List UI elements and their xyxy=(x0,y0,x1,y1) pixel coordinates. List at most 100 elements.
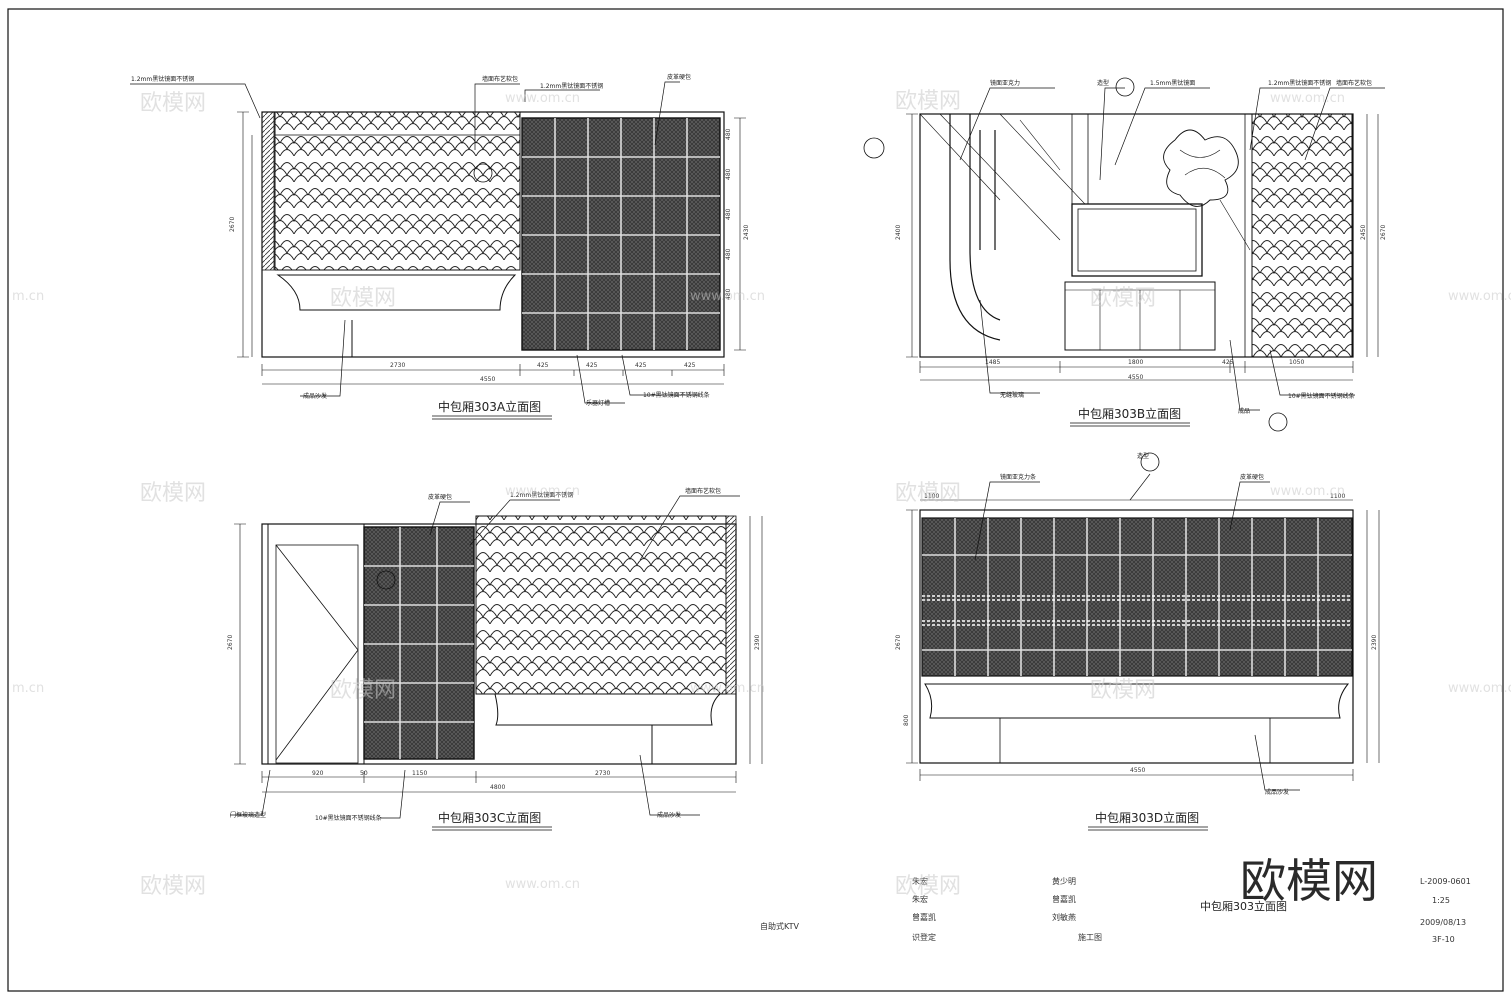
svg-text:1485: 1485 xyxy=(985,359,1000,366)
tb-right-4: 施工图 xyxy=(1078,932,1102,942)
svg-text:欧模网: 欧模网 xyxy=(140,874,206,899)
drawing-scale: 1:25 xyxy=(1432,896,1450,905)
sheet-number: 3F-10 xyxy=(1432,935,1455,944)
svg-text:1150: 1150 xyxy=(412,770,427,777)
note-c-3: 墙面布艺软包 xyxy=(685,487,721,495)
note-d-4: 成品沙发 xyxy=(1265,788,1289,796)
note-c-1: 皮革硬包 xyxy=(428,493,452,501)
note-b-8: 10#黑钛镜面不锈钢线条 xyxy=(1288,392,1355,400)
note-c-4: 门框玻璃造型 xyxy=(230,811,266,819)
svg-text:480: 480 xyxy=(725,288,732,300)
svg-text:2730: 2730 xyxy=(390,362,405,369)
project-name: 自助式KTV xyxy=(760,921,800,931)
svg-text:50: 50 xyxy=(360,770,368,777)
sheet-title: 中包厢303立面图 xyxy=(1200,899,1287,913)
svg-text:2670: 2670 xyxy=(1380,225,1387,240)
note-a-1: 1.2mm黑钛镜面不锈钢 xyxy=(131,75,194,83)
elevation-view-b: 1485 1800 1050 4550 425 2450 2670 2400 镜… xyxy=(863,77,1387,432)
svg-text:欧模网: 欧模网 xyxy=(1090,678,1156,703)
elevation-view-c: 920 1150 2730 4800 50 2670 2390 皮革硬包 1.2… xyxy=(227,487,763,831)
tb-left-3: 曾嘉凯 xyxy=(912,912,936,922)
svg-text:2390: 2390 xyxy=(1371,635,1378,650)
note-a-7: 10#黑钛镜面不锈钢线条 xyxy=(643,391,710,399)
svg-text:www.om.cn: www.om.cn xyxy=(1448,289,1511,304)
drawing-number: L-2009-0601 xyxy=(1420,877,1471,886)
svg-text:欧模网: 欧模网 xyxy=(895,481,961,506)
svg-text:www.om.cn: www.om.cn xyxy=(1270,91,1345,106)
note-b-1: 镜面亚克力 xyxy=(990,79,1020,87)
note-c-2: 1.2mm黑钛镜面不锈钢 xyxy=(510,491,573,499)
svg-text:2450: 2450 xyxy=(1360,225,1367,240)
svg-text:www.om.cn: www.om.cn xyxy=(505,877,580,892)
note-b-5: 墙面布艺软包 xyxy=(1336,79,1372,87)
note-c-5: 10#黑钛镜面不锈钢线条 xyxy=(315,814,382,822)
svg-text:2670: 2670 xyxy=(227,635,234,650)
svg-text:m.cn: m.cn xyxy=(12,681,44,696)
svg-text:欧模网: 欧模网 xyxy=(140,481,206,506)
note-b-3: 1.5mm黑钛镜面 xyxy=(1150,79,1195,87)
svg-text:www.om.cn: www.om.cn xyxy=(1270,484,1345,499)
svg-text:425: 425 xyxy=(684,362,696,369)
tb-left-1: 朱宏 xyxy=(912,876,928,886)
svg-text:425: 425 xyxy=(1222,359,1234,366)
note-d-2: 造型 xyxy=(1137,452,1149,460)
note-a-4: 皮革硬包 xyxy=(667,73,691,81)
note-a-5: 成品沙发 xyxy=(303,392,327,400)
svg-text:800: 800 xyxy=(903,714,910,726)
svg-text:2670: 2670 xyxy=(229,217,236,232)
svg-text:欧模网: 欧模网 xyxy=(140,91,206,116)
svg-text:欧模网: 欧模网 xyxy=(895,89,961,114)
note-a-6: 乐器灯槽 xyxy=(586,399,610,407)
tb-right-1: 黄少明 xyxy=(1052,876,1076,886)
view-c-title: 中包厢303C立面图 xyxy=(438,810,541,825)
tb-right-2: 曾嘉凯 xyxy=(1052,894,1076,904)
svg-text:www.om.cn: www.om.cn xyxy=(505,484,580,499)
note-a-2: 墙面布艺软包 xyxy=(482,75,518,83)
sheet-border xyxy=(7,8,1504,992)
svg-text:4800: 4800 xyxy=(490,784,505,791)
svg-text:www.om.cn: www.om.cn xyxy=(1448,681,1511,696)
tb-left-4: 识登定 xyxy=(912,932,936,942)
note-b-6: 无缝玻璃 xyxy=(1000,391,1024,399)
tb-left-2: 朱宏 xyxy=(912,894,928,904)
svg-text:425: 425 xyxy=(635,362,647,369)
svg-text:480: 480 xyxy=(725,248,732,260)
note-b-4: 1.2mm黑钛镜面不锈钢 xyxy=(1268,79,1331,87)
svg-text:2400: 2400 xyxy=(895,225,902,240)
drawing-date: 2009/08/13 xyxy=(1420,918,1466,927)
svg-text:www.om.cn: www.om.cn xyxy=(690,289,765,304)
svg-text:www.om.cn: www.om.cn xyxy=(690,681,765,696)
svg-text:m.cn: m.cn xyxy=(12,289,44,304)
watermark-layer: 欧模网 www.om.cn 欧模网 www.om.cn m.cn 欧模网 www… xyxy=(12,89,1511,899)
elevation-view-a: 2730 4550 425 425 425 425 2670 2430 480 … xyxy=(130,73,750,420)
note-d-1: 镜面亚克力条 xyxy=(1000,473,1036,481)
svg-text:920: 920 xyxy=(312,770,324,777)
svg-text:480: 480 xyxy=(725,208,732,220)
view-d-title: 中包厢303D立面图 xyxy=(1095,810,1199,825)
view-b-title: 中包厢303B立面图 xyxy=(1078,406,1181,421)
svg-text:4550: 4550 xyxy=(480,376,495,383)
elevation-view-d: 4550 2670 2390 1100 1100 800 镜面亚克力条 造型 皮… xyxy=(895,452,1380,831)
svg-text:1050: 1050 xyxy=(1289,359,1304,366)
svg-text:2670: 2670 xyxy=(895,635,902,650)
svg-text:欧模网: 欧模网 xyxy=(1090,286,1156,311)
svg-text:欧模网: 欧模网 xyxy=(895,874,961,899)
svg-text:1100: 1100 xyxy=(1330,493,1345,500)
svg-text:1800: 1800 xyxy=(1128,359,1143,366)
svg-text:425: 425 xyxy=(586,362,598,369)
note-b-7: 成品 xyxy=(1238,407,1250,415)
note-d-3: 皮革硬包 xyxy=(1240,473,1264,481)
svg-text:480: 480 xyxy=(725,168,732,180)
title-block: 自助式KTV 朱宏 朱宏 曾嘉凯 识登定 黄少明 曾嘉凯 刘敏燕 施工图 中包厢… xyxy=(760,876,1471,944)
svg-text:欧模网: 欧模网 xyxy=(330,678,396,703)
svg-text:1100: 1100 xyxy=(924,493,939,500)
svg-text:4550: 4550 xyxy=(1130,767,1145,774)
note-b-2: 造型 xyxy=(1097,79,1109,87)
svg-text:2430: 2430 xyxy=(743,225,750,240)
brand-logo: 欧模网 xyxy=(1240,854,1378,908)
svg-text:480: 480 xyxy=(725,128,732,140)
svg-text:2730: 2730 xyxy=(595,770,610,777)
view-a-title: 中包厢303A立面图 xyxy=(438,399,541,414)
note-a-3: 1.2mm黑钛镜面不锈钢 xyxy=(540,82,603,90)
